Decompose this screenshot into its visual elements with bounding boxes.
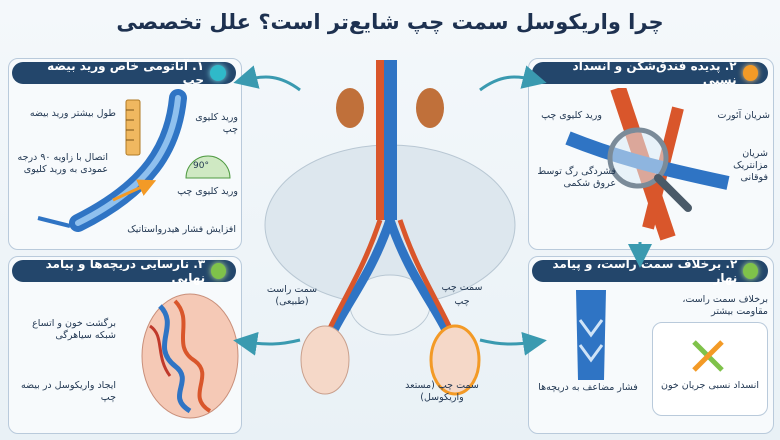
center-label-right: سمت راست (طبیعی): [266, 284, 318, 307]
label-compression: فشردگی رگ توسط عروق شکمی: [537, 166, 616, 189]
label-double: فشار مضاعف به دریچه‌ها: [538, 382, 638, 393]
label-backflow: برگشت خون و اتساع شبکه سیاهرگی: [32, 318, 116, 341]
label-sma: شریان مزانتریک فوقانی: [733, 148, 768, 183]
panel-nutcracker-header: ۲. پدیده فندق‌شکن و انسداد نسبی: [532, 59, 768, 87]
bulb-icon: [742, 65, 758, 81]
panel-anatomy: [8, 58, 242, 250]
blockage-box: [652, 322, 768, 416]
panel-anatomy-header: ۱. آناتومی خاص ورید بیضه چپ: [12, 59, 236, 87]
nutcracker-illustration: [565, 88, 730, 241]
kidney-icon: [416, 88, 444, 128]
bulb-icon: [211, 263, 226, 279]
label-resistance: برخلاف سمت راست، مقاومت بیشتر: [682, 294, 768, 317]
bulb-icon: [743, 263, 758, 279]
center-anatomy: [264, 60, 516, 396]
center-label-left-2: سمت چپ (مستعد واریکوسل): [405, 380, 479, 403]
label-blockage: انسداد نسبی جریان خون: [661, 380, 759, 391]
left-testis: [429, 324, 481, 396]
magnifier-icon: [607, 127, 692, 212]
center-label-left: سمت چپ: [441, 282, 483, 293]
page-title: چرا واریکوسل سمت چپ شایع‌تر است؟ علل تخص…: [116, 10, 664, 34]
label-angle: اتصال با زاویه ۹۰ درجه عمودی به ورید کلی…: [17, 152, 109, 175]
label-pressure: افزایش فشار هیدرواستاتیک: [127, 224, 236, 235]
label-result: ایجاد واریکوسل در بیضه چپ: [20, 380, 116, 403]
center-label-left-sub: چپ: [454, 296, 470, 307]
label-aorta: شریان آئورت: [717, 110, 770, 121]
label-longer: طول بیشتر ورید بیضه: [29, 108, 116, 119]
varicocele-illustration: [141, 293, 239, 419]
label-vein-left: ورید کلیوی چپ: [195, 112, 238, 135]
panel-valve-failure-header: ۳. نارسایی دریچه‌ها و پیامد نهایی: [12, 257, 236, 285]
valve-illustration: [576, 290, 606, 380]
right-testis: [300, 325, 350, 395]
angle-value: 90°: [193, 161, 209, 171]
angle-protractor-icon: [185, 155, 231, 179]
bulb-icon: [210, 65, 226, 81]
kidney-icon: [336, 88, 364, 128]
x-icon: [692, 340, 724, 372]
ruler-icon: [125, 99, 141, 156]
label-renal-vein: ورید کلیوی چپ: [541, 110, 602, 121]
anatomy-illustration: [37, 89, 231, 232]
label-vein-left-2: ورید کلیوی چپ: [177, 186, 238, 197]
